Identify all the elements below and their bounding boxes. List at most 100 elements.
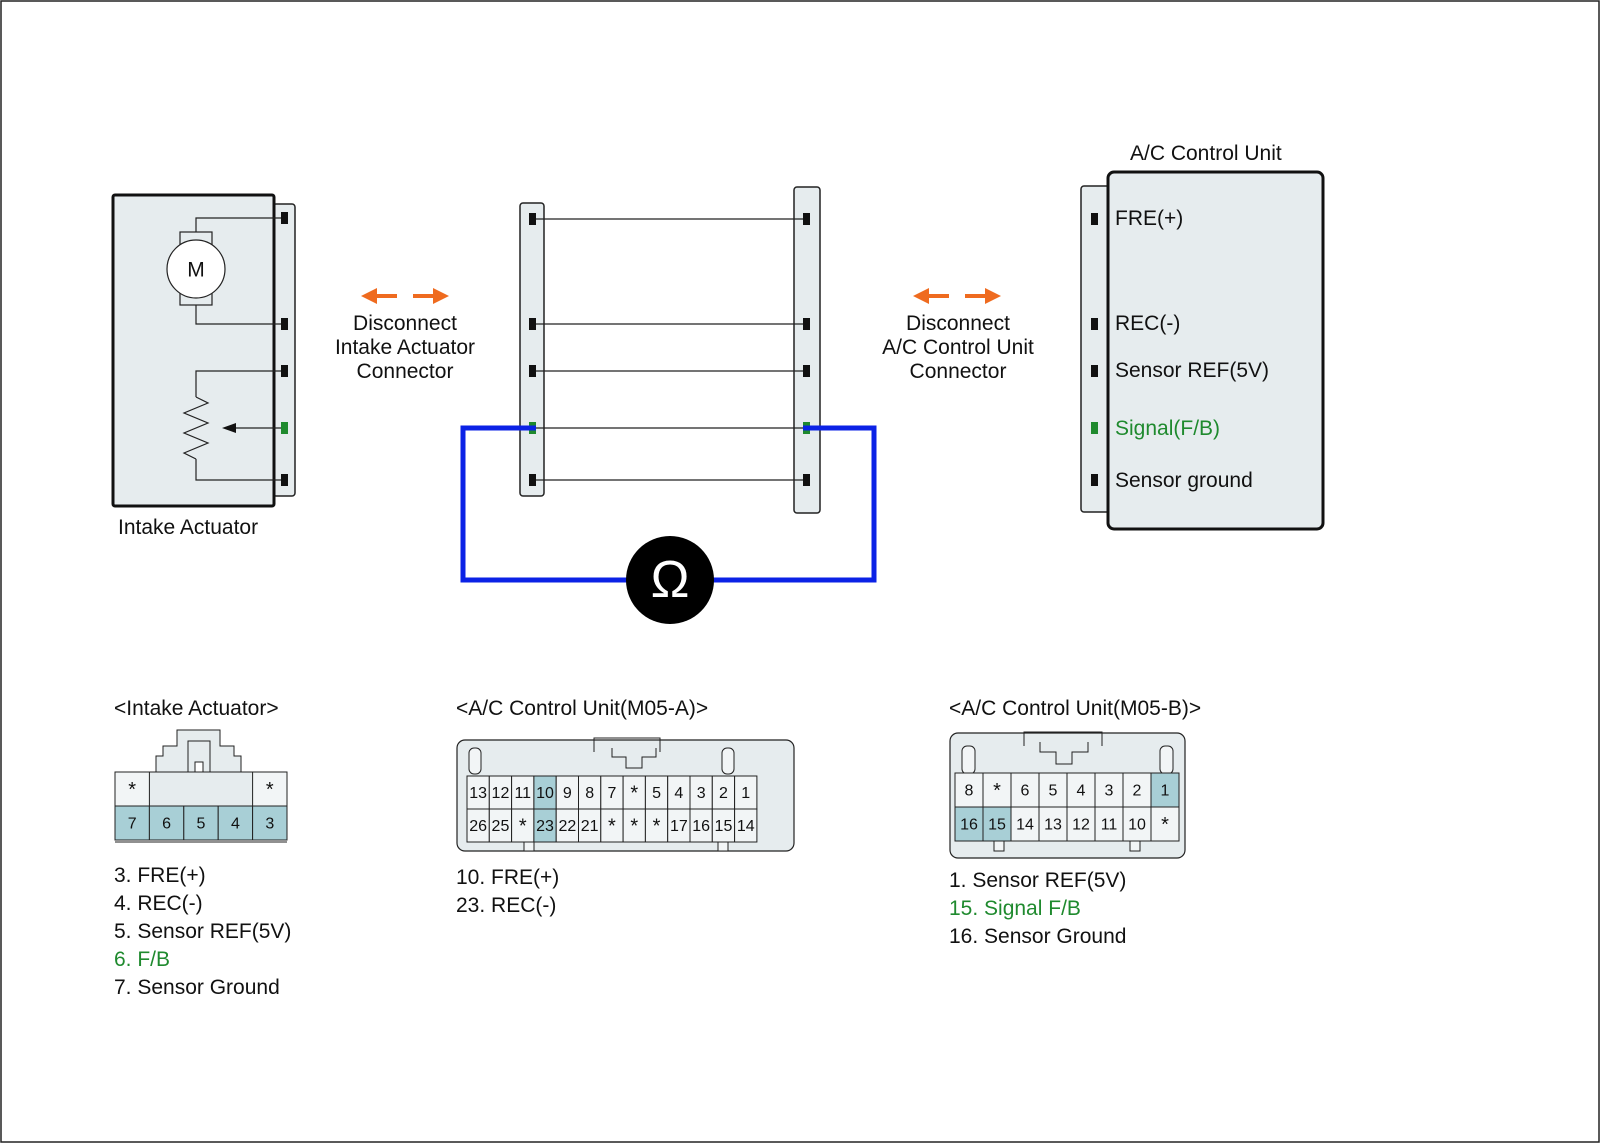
pin-number: 11 xyxy=(514,785,531,802)
arrow-head-right xyxy=(985,288,1001,304)
pin-number: 25 xyxy=(492,818,510,835)
harness-right-pin xyxy=(803,213,810,225)
pin-number: 14 xyxy=(1016,817,1034,834)
ohm-letter: Ω xyxy=(651,551,690,609)
disconnect-left-line1: Disconnect xyxy=(353,312,457,335)
pin-cell xyxy=(954,772,984,808)
meter-lead-right xyxy=(708,425,877,583)
m05b-foot xyxy=(1129,840,1141,852)
legend-item: 4. REC(-) xyxy=(114,892,203,915)
disconnect-right-line1: Disconnect xyxy=(906,312,1010,335)
m05b-legend: 1. Sensor REF(5V) 15. Signal F/B 16. Sen… xyxy=(949,867,1126,951)
m05a-key xyxy=(593,737,661,752)
pin-number: 4 xyxy=(1077,783,1086,800)
pin-number: 8 xyxy=(965,783,974,800)
legend-item: 7. Sensor Ground xyxy=(114,976,280,999)
pin-number: 4 xyxy=(231,816,240,833)
acu-pin xyxy=(1091,365,1098,377)
pin-number: 10 xyxy=(536,785,554,802)
intake-actuator-label: Intake Actuator xyxy=(118,516,259,539)
disconnect-right-arrows xyxy=(913,288,1001,304)
pin-number: 13 xyxy=(1044,817,1062,834)
acu-pin-label-fre: FRE(+) xyxy=(1115,207,1184,230)
pin-number: 12 xyxy=(492,785,510,802)
legend-item: 6. F/B xyxy=(114,948,171,971)
pin-cell xyxy=(1094,772,1124,808)
pin-number: 17 xyxy=(670,818,688,835)
acu-pin xyxy=(1091,318,1098,330)
intake-pin xyxy=(281,365,288,377)
intake-pin xyxy=(281,422,288,434)
harness-left-pin xyxy=(529,365,536,377)
disconnect-left-line2: Intake Actuator xyxy=(334,336,476,359)
pin-number: * xyxy=(1161,814,1169,836)
pin-cell xyxy=(1150,772,1180,808)
ohmmeter-symbol xyxy=(626,536,714,624)
acu-title: A/C Control Unit xyxy=(1130,142,1282,165)
m05b-latch xyxy=(1039,742,1089,765)
m05b-connector-title: <A/C Control Unit(M05-B)> xyxy=(949,697,1202,720)
pin-cell xyxy=(1066,806,1096,842)
acu-pin xyxy=(1091,213,1098,225)
pin-number: 15 xyxy=(715,818,733,835)
pin-number: 2 xyxy=(1133,783,1142,800)
pin-number: 8 xyxy=(585,785,594,802)
harness-left-connector xyxy=(519,202,545,497)
acu-pin-label-rec: REC(-) xyxy=(1115,312,1181,335)
harness-left-pin xyxy=(529,318,536,330)
pin-number: * xyxy=(630,816,638,838)
m05b-guide-right xyxy=(1159,745,1174,775)
legend-item: 23. REC(-) xyxy=(456,894,557,917)
pin-number: 7 xyxy=(128,816,137,833)
pin-number: 13 xyxy=(469,785,487,802)
pin-number: 26 xyxy=(469,818,487,835)
intake-connector-strip xyxy=(272,203,296,497)
pin-cell xyxy=(114,805,150,841)
potentiometer-symbol xyxy=(182,396,210,460)
pin-number: 5 xyxy=(1049,783,1058,800)
legend-item: 15. Signal F/B xyxy=(949,897,1081,920)
legend-item: 10. FRE(+) xyxy=(456,866,560,889)
pin-cell xyxy=(982,772,1012,808)
legend-item: 5. Sensor REF(5V) xyxy=(114,920,292,943)
harness-right-connector xyxy=(793,186,821,514)
legend-item: 1. Sensor REF(5V) xyxy=(949,869,1127,892)
pin-cell xyxy=(217,805,254,841)
m05b-guide-left xyxy=(961,745,976,775)
disconnect-right-label: Disconnect A/C Control Unit Connector xyxy=(848,312,1068,384)
acu-pin-label-sensor-ref: Sensor REF(5V) xyxy=(1115,359,1270,382)
pin-number: 11 xyxy=(1101,817,1118,834)
disconnect-left-arrows xyxy=(361,288,449,304)
pin-number: 7 xyxy=(607,785,616,802)
m05a-foot xyxy=(717,841,729,852)
intake-latch-slot xyxy=(194,761,204,773)
motor-wire-bottom xyxy=(195,305,281,325)
pin-number: 1 xyxy=(1161,783,1170,800)
legend-item: 16. Sensor Ground xyxy=(949,925,1127,948)
pin-number: * xyxy=(993,780,1001,802)
intake-legend: 3. FRE(+) 4. REC(-) 5. Sensor REF(5V) 6.… xyxy=(114,862,291,1002)
pin-number: 22 xyxy=(558,818,576,835)
pin-number: 3 xyxy=(1105,783,1114,800)
legend-item: 3. FRE(+) xyxy=(114,864,206,887)
m05b-foot xyxy=(993,840,1005,852)
pin-number: 10 xyxy=(1128,817,1146,834)
pin-number: 6 xyxy=(1021,783,1030,800)
m05b-key xyxy=(1023,731,1103,746)
acu-body xyxy=(1106,170,1325,531)
pin-cell xyxy=(252,771,288,807)
harness-right-pin xyxy=(803,318,810,330)
pin-cell xyxy=(1094,806,1124,842)
pot-wire-bottom xyxy=(195,459,281,481)
pin-cell xyxy=(1066,772,1096,808)
motor-symbol xyxy=(166,239,226,299)
acu-pin xyxy=(1091,422,1098,434)
pin-number: 6 xyxy=(162,816,171,833)
m05a-connector-title: <A/C Control Unit(M05-A)> xyxy=(456,697,709,720)
acu-pin xyxy=(1091,474,1098,486)
arrow-head-right xyxy=(433,288,449,304)
disconnect-right-line2: A/C Control Unit xyxy=(882,336,1034,359)
